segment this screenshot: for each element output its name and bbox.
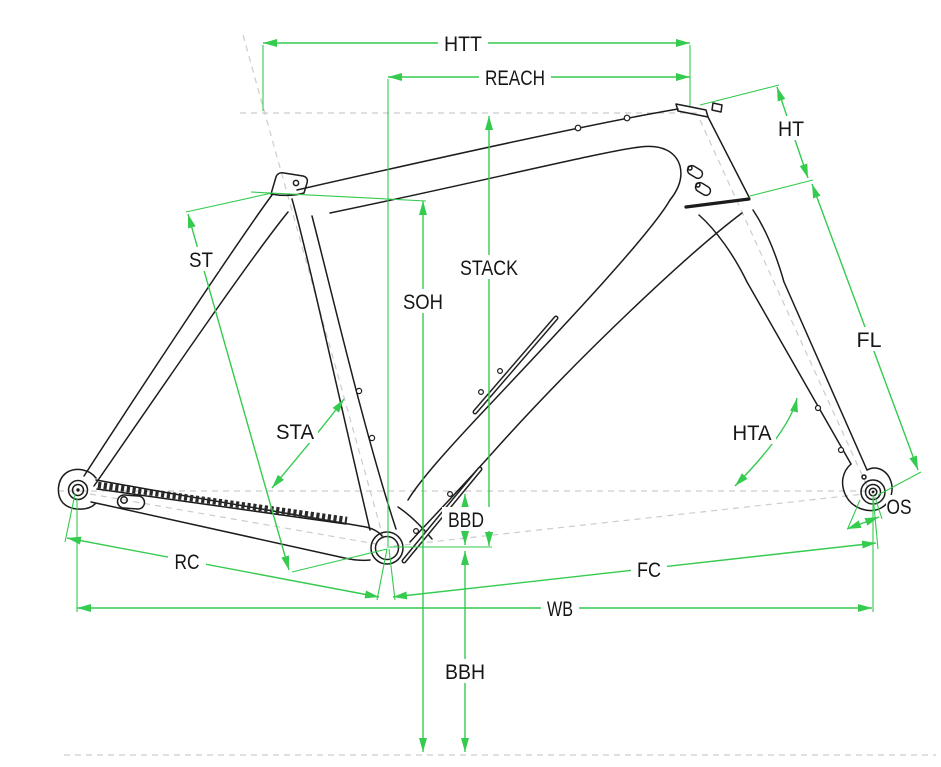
- dim-label-fc: FC: [637, 559, 661, 582]
- fork-boss: [837, 446, 845, 454]
- rear-axle-inner-ring: [71, 483, 85, 497]
- st-top-extension: [185, 192, 273, 213]
- dim-label-bbd: BBD: [448, 509, 484, 532]
- fork-tip-bolt: [861, 474, 867, 480]
- top-tube-lower-edge: [329, 145, 682, 214]
- ht-top-extension: [699, 84, 780, 106]
- standover-reference-line: [250, 191, 427, 202]
- ht-bottom-extension: [749, 179, 814, 197]
- stem-notch: [711, 102, 723, 113]
- bb-shell-inner: [374, 535, 400, 561]
- dim-label-stack: STACK: [460, 257, 518, 280]
- top-tube-boss: [574, 124, 582, 132]
- seat-tube-boss: [368, 434, 376, 442]
- rail-bolt: [413, 527, 420, 534]
- chainstay-lower-edge: [90, 501, 371, 562]
- fork-front-edge: [752, 209, 868, 471]
- os-axis-extension: [847, 499, 861, 529]
- rear-axle-center: [76, 488, 80, 492]
- dim-arc-hta: [734, 397, 798, 487]
- down-tube-bb-fillet: [397, 506, 433, 540]
- dim-label-wb: WB: [547, 598, 573, 621]
- cable-port-bolt: [687, 165, 693, 171]
- dim-label-os: OS: [887, 496, 912, 519]
- headset-split-line: [684, 197, 751, 209]
- down-tube-upper-edge: [407, 199, 671, 501]
- cable-ports: [686, 164, 712, 197]
- cable-port-bolt: [695, 182, 701, 188]
- seat-tube-front-edge: [311, 215, 397, 530]
- dim-label-ht: HT: [778, 118, 804, 141]
- fl-bottom-extension: [877, 471, 922, 496]
- dim-label-htt: HTT: [444, 33, 482, 56]
- seat-clamp-bolt: [292, 179, 300, 187]
- st-bottom-extension: [291, 548, 388, 573]
- steering-axis-line: [699, 119, 869, 489]
- fork-boss: [814, 404, 822, 412]
- dim-label-bbh: BBH: [445, 661, 485, 684]
- fork-rear-edge: [698, 214, 852, 465]
- os-axle-extension: [874, 496, 883, 520]
- frame-drawing: [57, 102, 893, 565]
- dim-label-soh: SOH: [403, 291, 443, 314]
- dim-line-st: [187, 213, 290, 571]
- rail-bolt: [497, 368, 504, 375]
- rear-axle-outer-ring: [67, 479, 89, 501]
- dimension-labels: HTT REACH HT ST STACK SOH FL STA HTA OS …: [168, 31, 912, 684]
- dim-line-rc: [66, 536, 380, 599]
- dim-label-sta: STA: [276, 421, 314, 444]
- reference-lines: [58, 34, 936, 756]
- top-tube-upper-edge: [296, 108, 679, 191]
- rail-bolt: [447, 491, 454, 498]
- dim-line-os: [846, 516, 880, 530]
- rear-center-axis-line: [89, 493, 383, 546]
- head-tube-front-edge: [707, 116, 750, 198]
- head-tube-top-cap: [675, 103, 709, 118]
- chain: [97, 481, 348, 524]
- front-center-axis-line: [393, 493, 865, 547]
- rear-dropout: [57, 468, 97, 510]
- rc-rear-axle-extension: [64, 493, 76, 543]
- dim-label-fl: FL: [857, 329, 882, 352]
- chainstay-upper-edge: [95, 479, 383, 537]
- thru-axle-capsule: [116, 494, 146, 510]
- seat-tube-rear-edge: [291, 198, 371, 531]
- dim-label-rc: RC: [175, 551, 200, 574]
- top-tube-boss: [623, 114, 631, 122]
- rail-bolt: [478, 389, 485, 396]
- seatstay-upper-edge: [83, 194, 273, 477]
- dim-label-reach: REACH: [485, 67, 545, 90]
- dim-label-st: ST: [189, 249, 213, 272]
- dim-label-hta: HTA: [733, 422, 772, 445]
- seat-tube-boss: [355, 387, 363, 395]
- fork-dropout: [841, 463, 893, 512]
- down-tube-lower-edge: [409, 212, 743, 543]
- seat-clamp: [270, 172, 309, 197]
- dimension-lines: [66, 39, 919, 752]
- chain-lower-line: [96, 488, 347, 525]
